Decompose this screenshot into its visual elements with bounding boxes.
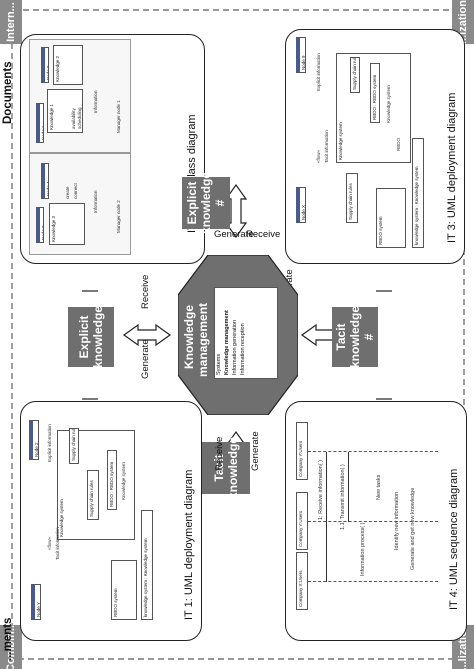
corner-tab-top-right: Intern... <box>0 0 22 44</box>
deploy-flow: «flow» <box>316 149 321 163</box>
label-receive-left: Receive <box>140 274 151 309</box>
menu-item-information-reception: Information reception <box>240 323 246 375</box>
label-receive-bottom: Receive <box>214 436 225 471</box>
seq-msg-new-tasks: New tasks <box>376 474 382 500</box>
side-label-documents-right: ...ments <box>2 617 14 661</box>
deploy-node-2: Node 2 <box>29 420 39 460</box>
class-info-b: Information <box>93 190 98 213</box>
class-knowledge-3: Knowledge 3 <box>49 203 85 245</box>
panel-title: IT 3: UML deployment diagram <box>446 92 458 243</box>
seq-lifeline-2 <box>308 521 438 522</box>
deploy-node-9: Node 9 <box>296 37 306 73</box>
deploy-tacit-info: Tacit information <box>324 130 329 163</box>
class-manager-1: Manager node 1 <box>116 100 121 133</box>
class-op-create: create <box>65 186 70 199</box>
class-info-a: Information <box>93 90 98 113</box>
panel-it4-sequence-diagram: IT 4: UML sequence diagram Company Y:Use… <box>285 401 467 641</box>
class-op-availability: availability <box>71 108 76 129</box>
deploy-supply-rules: Supply chain rules <box>346 173 358 223</box>
center-systems-menu: Systems Knowledge management Information… <box>214 287 278 379</box>
deploy-node-x: Node X <box>296 187 306 223</box>
class-node-3: Node 3 <box>36 207 44 243</box>
seq-company-x: Company X:Users <box>296 552 308 610</box>
seq-lifeline-3 <box>308 581 438 582</box>
seq-msg-generate: Generate and get new knowledge <box>410 487 416 570</box>
panel-title: IT 4: UML sequence diagram <box>448 468 460 610</box>
deploy-rbdo-label: RBDO <box>396 137 401 151</box>
class-node-1: Node 1 <box>36 103 44 143</box>
menu-item-information-generation: Information generation <box>232 319 238 375</box>
panel-title: IT 1: UML deployment diagram <box>183 469 195 620</box>
seq-msg-receive: 1: Receive information( ) <box>318 460 324 520</box>
menu-item-knowledge-management: Knowledge management <box>224 310 230 375</box>
deploy-ks-label: Knowledge system <box>121 462 126 500</box>
center-title-1: Knowledge <box>182 304 196 369</box>
class-knowledge-2: Knowledge 2 <box>53 45 83 85</box>
label-generate-bottom: Generate <box>250 431 261 471</box>
deploy-ks-instance: knowledge system : Knowledge system <box>412 138 424 248</box>
deploy-rbdo: RBDO : RBDO system <box>107 450 117 510</box>
deploy-tacit-info: Tacit information <box>55 527 60 560</box>
seq-msg-1 <box>326 452 327 582</box>
deploy-explicit-info: Explicit information <box>316 53 321 91</box>
deploy-supply-rules-b: Supply chain rules <box>350 57 360 93</box>
class-node-2: Node 2 <box>41 47 49 83</box>
seq-msg-2 <box>348 452 349 522</box>
deploy-supply-rules: Supply chain rules <box>69 428 79 464</box>
deploy-knowledge-label: Knowledge system <box>386 85 391 123</box>
deploy-flow: «flow» <box>47 536 52 550</box>
deploy-rbdo-system: RBDO : RBDO system <box>370 63 380 123</box>
seq-msg-transmit: 1.1: Transmit information( ) <box>340 464 346 530</box>
deploy-rbdo-system: RBDO system <box>111 560 137 620</box>
panel-it2-class-diagram: IT 2: UML class diagram Node 1 Knowledge… <box>20 34 205 264</box>
seq-msg-process: Information process( ) <box>360 522 366 577</box>
center-title-2: management <box>196 302 210 377</box>
seq-msg-identify: Identify new information <box>394 491 400 550</box>
class-op-connect: connect <box>73 183 78 199</box>
side-label-documents-left: Documents <box>2 61 14 124</box>
class-manager-2: Manager node 2 <box>116 200 121 233</box>
deploy-supply-rules-b: Supply chain rules <box>87 470 99 520</box>
deploy-node-y: Node Y <box>31 584 41 620</box>
panel-it3-deployment-diagram: IT 3: UML deployment diagram Node 9 Node… <box>285 29 465 264</box>
deploy-rbdo-box: RBDO system <box>376 188 406 248</box>
class-node-4: Node 4 <box>41 163 49 199</box>
class-op-scheduling: scheduling <box>77 107 82 129</box>
label-receive-top: Receive <box>246 229 281 240</box>
deploy-ks-instance: knowledge system : Knowledge system <box>141 510 153 620</box>
label-generate-left: Generate <box>140 339 151 379</box>
seq-company-y-1: Company Y:Users <box>296 422 308 480</box>
deploy-explicit-info: Explicit information <box>47 424 52 462</box>
seq-lifeline-1 <box>308 451 438 452</box>
menu-item-systems: Systems <box>216 353 222 375</box>
panel-it1-deployment-diagram: IT 1: UML deployment diagram Node 2 Expl… <box>20 401 202 641</box>
seq-company-y-2: Company Y:Users <box>296 492 308 550</box>
